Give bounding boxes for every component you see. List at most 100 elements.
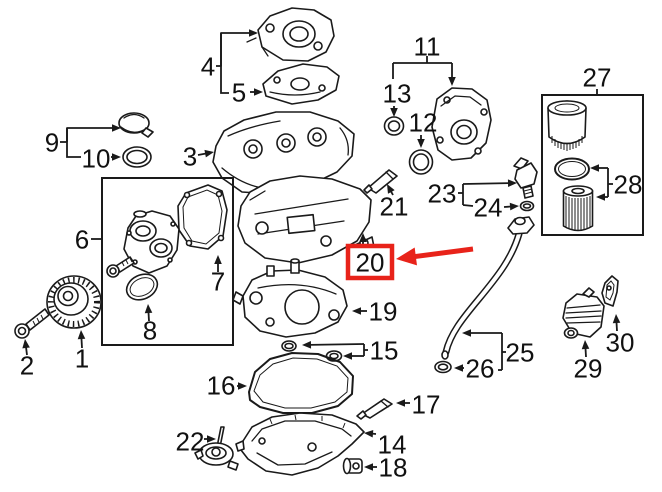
leader-arrow-head	[204, 149, 214, 158]
leader-arrow-head	[343, 352, 352, 360]
leader-arrow-head	[590, 164, 599, 172]
group-box	[541, 94, 644, 236]
part-oil-pan	[235, 412, 365, 476]
part-oil-level-sensor	[194, 426, 239, 471]
leader-arrow-head	[112, 124, 121, 132]
part-oil-pump-module	[246, 7, 335, 62]
part-engine-block-section	[237, 175, 375, 264]
part-filter-housing-cap	[547, 100, 587, 151]
leader-arrow-head	[581, 340, 590, 350]
leader-arrow-head	[352, 307, 361, 315]
callout-label-2: 2	[20, 350, 34, 380]
leader-arrow-shaft	[147, 311, 150, 322]
part-crank-pulley	[46, 275, 102, 329]
callout-label-23: 23	[428, 178, 457, 208]
part-windage-tray	[232, 258, 348, 338]
part-seal-ring-8	[125, 273, 159, 301]
leader-line	[66, 128, 81, 158]
leader-arrow-head	[359, 233, 367, 242]
leader-arrow-head	[448, 77, 456, 86]
callout-label-8: 8	[143, 315, 157, 345]
callout-label-15: 15	[370, 335, 399, 365]
callout-label-22: 22	[176, 426, 205, 456]
callout-label-10: 10	[82, 143, 111, 173]
callout-label-7: 7	[211, 266, 225, 296]
leader-lines	[22, 29, 621, 471]
callout-label-13: 13	[383, 78, 412, 108]
leader-arrow-head	[207, 435, 216, 443]
highlight-arrow-shaft	[414, 246, 474, 260]
callout-label-28: 28	[614, 169, 643, 199]
leader-arrow-head	[249, 29, 258, 37]
leader-arrow-shaft	[66, 127, 113, 142]
callout-label-16: 16	[207, 370, 236, 400]
part-sealant-tube-21	[363, 169, 398, 194]
callout-label-29: 29	[574, 353, 603, 383]
part-pulley-bolt	[14, 308, 50, 339]
leader-line	[220, 33, 229, 94]
part-filter-element	[562, 185, 594, 232]
leader-arrow-head	[612, 314, 621, 324]
leader-arrow-head	[507, 179, 517, 187]
part-sealant-tube-17	[356, 398, 393, 420]
callout-label-9: 9	[45, 127, 59, 157]
part-timing-cover-front	[123, 210, 180, 274]
leader-arrow-head	[387, 184, 395, 194]
leader-arrow-head	[417, 139, 425, 148]
leader-arrow-head	[390, 108, 398, 117]
group-boxes	[101, 94, 644, 346]
callout-label-25: 25	[506, 337, 535, 367]
callout-label-1: 1	[75, 343, 89, 373]
callout-label-21: 21	[380, 191, 409, 221]
highlight-annotations: 20	[345, 243, 474, 281]
part-drain-plug	[342, 457, 363, 475]
leader-arrow-shaft	[80, 337, 83, 349]
callout-label-5: 5	[232, 77, 246, 107]
part-pan-gasket	[248, 352, 354, 414]
callout-label-11: 11	[414, 31, 441, 61]
leader-arrow-head	[454, 364, 463, 372]
callout-label-26: 26	[466, 353, 495, 383]
callout-label-3: 3	[183, 141, 197, 171]
leader-arrow-shaft	[615, 321, 618, 332]
part-valve-cover	[212, 111, 355, 195]
part-filter-oring	[554, 157, 590, 181]
callout-label-30: 30	[606, 327, 635, 357]
leader-arrow-head	[462, 329, 471, 337]
leader-arrow-head	[22, 339, 30, 349]
leader-arrow-head	[364, 463, 373, 471]
part-filler-cap	[118, 112, 154, 138]
leader-arrow-head	[214, 255, 222, 264]
part-seal-26	[434, 360, 452, 374]
callout-label-20: 20	[356, 247, 385, 277]
callout-label-19: 19	[369, 296, 398, 326]
part-cover-bolt	[106, 256, 135, 278]
part-seal-12	[408, 149, 434, 175]
leader-arrow-head	[254, 88, 263, 96]
leader-arrow-head	[509, 202, 519, 211]
callout-label-17: 17	[412, 389, 441, 419]
callout-label-4: 4	[201, 51, 215, 81]
group-box	[101, 177, 234, 346]
callout-label-24: 24	[474, 192, 503, 222]
leader-arrow-head	[364, 429, 374, 438]
part-baffle-plate	[262, 63, 340, 105]
part-seal-13	[383, 116, 405, 136]
leader-arrow-head	[596, 193, 605, 201]
leader-arrow-head	[77, 330, 86, 340]
part-dipstick-tube	[441, 216, 535, 360]
callout-label-14: 14	[378, 429, 407, 459]
leader-arrow-shaft	[462, 182, 510, 185]
part-seal-24	[519, 200, 535, 212]
part-cooler-gasket	[601, 275, 619, 307]
callout-label-27: 27	[583, 62, 612, 92]
part-upper-timing-cover	[431, 87, 492, 161]
leader-arrow-shaft	[584, 347, 587, 358]
leader-arrow-shaft	[216, 32, 250, 67]
part-oil-pressure-sensor	[513, 157, 538, 199]
callout-label-18: 18	[379, 452, 408, 482]
leader-arrow-head	[396, 399, 405, 407]
leader-line	[462, 204, 474, 207]
parts-artwork	[14, 7, 619, 476]
